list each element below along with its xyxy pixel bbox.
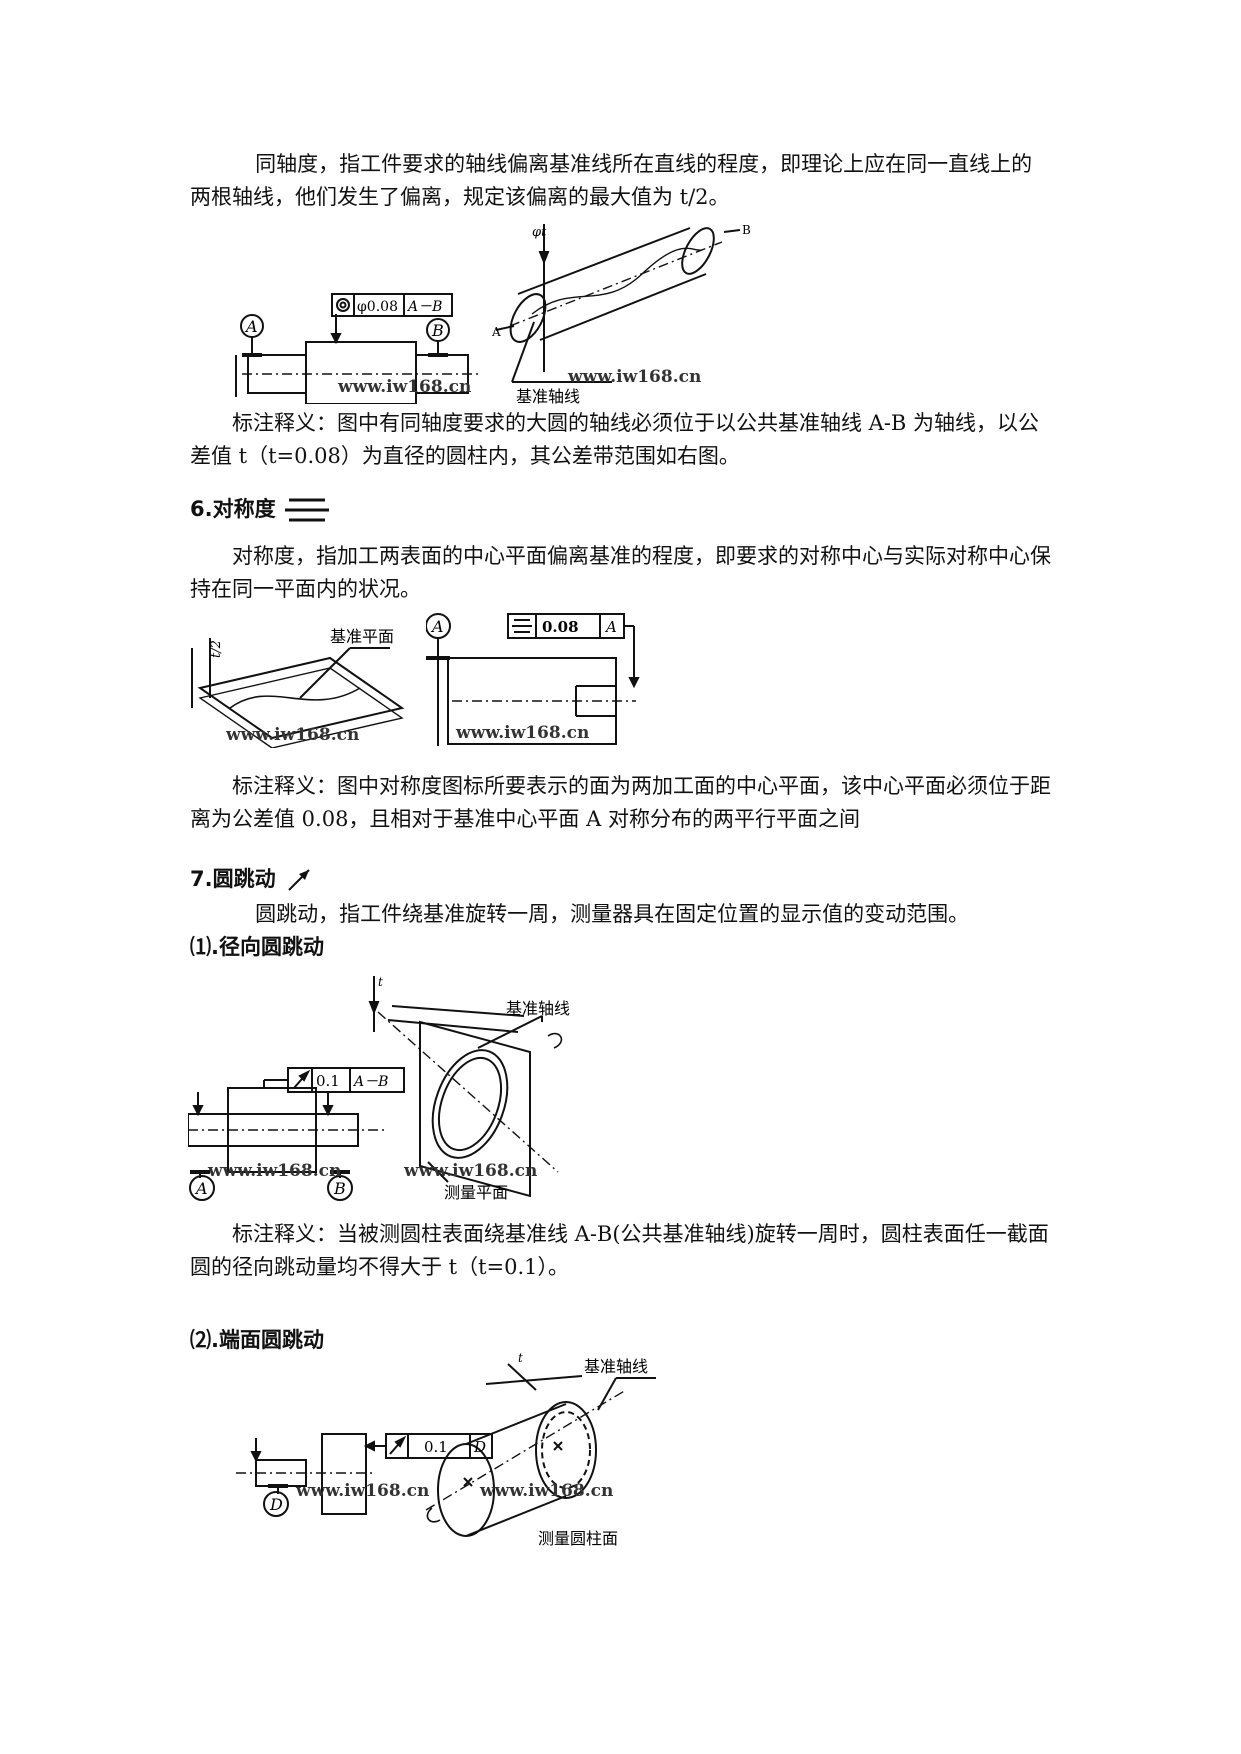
symmetry-heading: 6.对称度 [190,494,329,524]
circular-runout-symbol-icon [288,869,310,891]
symmetry-note: 标注释义：图中对称度图标所要表示的面为两加工面的中心平面，该中心平面必须位于距离… [190,774,1051,831]
symmetry-symbol-icon [284,498,329,522]
frame-datum: A－B [406,299,442,315]
datum-plane-label: 基准平面 [330,627,394,646]
coaxiality-tolerance-zone-figure: φt B A 基准轴线 www.iw168.cn [492,223,751,406]
datum-a-label: A [194,1179,208,1198]
frame-datum: A－B [352,1074,388,1090]
radial-runout-figure: 0.1 A－B A B t 基准轴线 测量平面 www.iw168.cn www… [188,975,570,1202]
datum-axis-label: 基准轴线 [584,1357,648,1376]
symmetry-heading-text: 6.对称度 [190,497,276,521]
label-b: B [742,223,751,237]
watermark: www.iw168.cn [479,1481,613,1501]
watermark: www.iw168.cn [295,1481,429,1501]
datum-b-label: B [333,1179,346,1198]
watermark: www.iw168.cn [567,367,701,387]
watermark: www.iw168.cn [403,1161,537,1181]
label-t: t [518,1351,523,1365]
frame-value: 0.1 [316,1072,340,1090]
watermark: www.iw168.cn [207,1161,341,1181]
coaxiality-intro: 同轴度，指工件要求的轴线偏离基准线所在直线的程度，即理论上应在同一直线上的两根轴… [190,152,1033,209]
label-a: A [492,325,501,339]
axial-runout-figure: 0.1 D D t 基准轴线 测量圆柱面 www.iw168.cn www.iw… [236,1351,656,1548]
symmetry-tolerance-zone-figure: t/2 基准平面 www.iw168.cn [191,627,405,748]
datum-axis-label: 基准轴线 [516,387,580,406]
coaxiality-drawing-figure: A B φ0.08 A－B www.iw168.cn [235,293,478,404]
coaxiality-note: 标注释义：图中有同轴度要求的大圆的轴线必须位于以公共基准轴线 A-B 为轴线，以… [190,411,1040,468]
axial-runout-heading: ⑵.端面圆跳动 [190,1328,324,1352]
label-t-half: t/2 [209,640,224,658]
radial-runout-note: 标注释义：当被测圆柱表面绕基准线 A-B(公共基准轴线)旋转一周时，圆柱表面任一… [190,1222,1049,1279]
symmetry-intro: 对称度，指加工两表面的中心平面偏离基准的程度，即要求的对称中心与实际对称中心保持… [190,544,1051,601]
watermark: www.iw168.cn [455,723,589,743]
frame-datum: A [604,618,617,636]
watermark: www.iw168.cn [225,725,359,745]
runout-heading-text: 7.圆跳动 [190,867,276,891]
frame-datum: D [473,1438,486,1456]
measuring-cylinder-label: 测量圆柱面 [538,1529,618,1548]
datum-d-label: D [269,1495,283,1514]
watermark: www.iw168.cn [337,377,471,397]
datum-b-label: B [431,321,444,340]
frame-value: 0.1 [424,1438,448,1456]
radial-runout-heading: ⑴.径向圆跳动 [190,935,324,959]
label-t: φt [532,225,547,240]
symmetry-drawing-figure: A 0.08 A www.iw168.cn [426,613,640,746]
datum-a-label: A [244,317,258,336]
runout-intro: 圆跳动，指工件绕基准旋转一周，测量器具在固定位置的显示值的变动范围。 [255,902,970,926]
frame-value: 0.08 [542,618,579,636]
datum-a-label: A [430,617,444,636]
datum-axis-label: 基准轴线 [506,999,570,1018]
runout-heading: 7.圆跳动 [190,864,313,894]
frame-value: φ0.08 [357,299,398,315]
measuring-plane-label: 测量平面 [444,1183,508,1202]
label-t: t [378,975,383,989]
